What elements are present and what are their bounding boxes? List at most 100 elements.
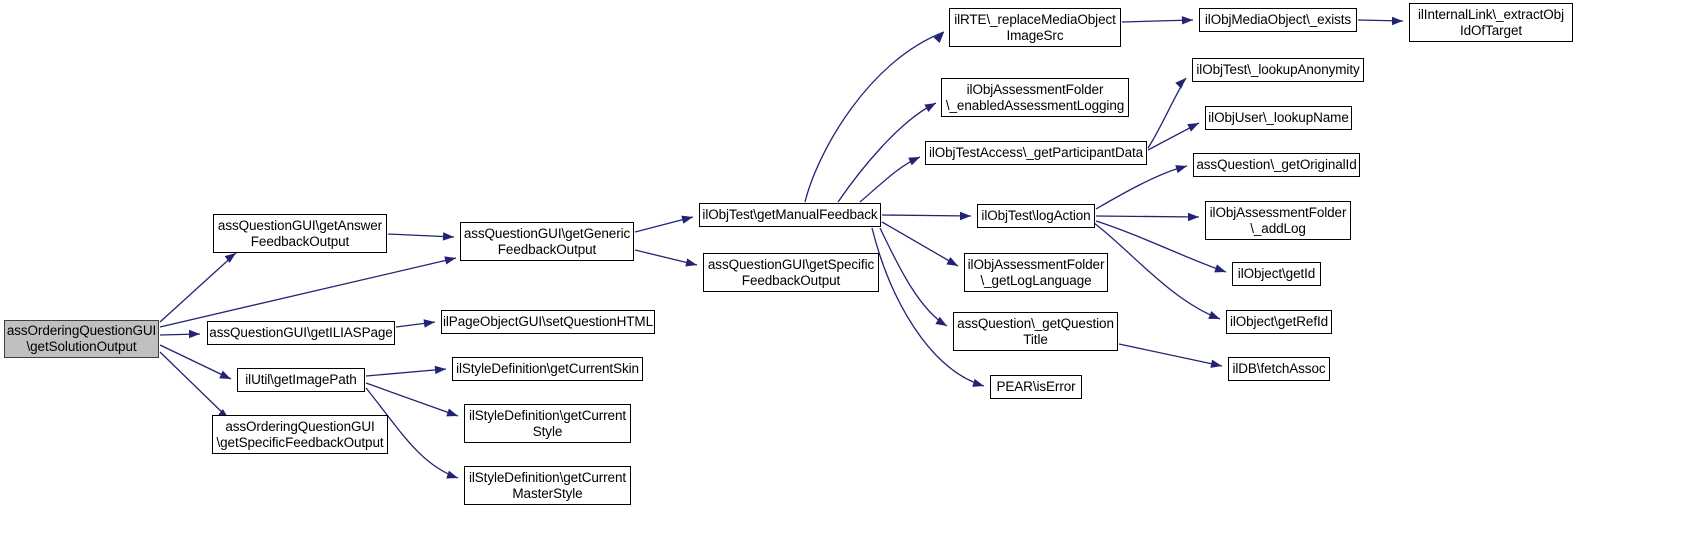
edge-getParticipantData-to-lookupName xyxy=(1147,122,1200,151)
graph-node-n4[interactable]: assOrderingQuestionGUI \getSpecificFeedb… xyxy=(212,415,388,454)
edge-getGeneric-to-getManualFeedback xyxy=(634,216,694,233)
graph-node-n8[interactable]: ilStyleDefinition\getCurrent Style xyxy=(464,404,631,443)
arrowhead xyxy=(442,232,454,241)
graph-node-label: assQuestionGUI\getILIASPage xyxy=(209,325,393,340)
graph-node-label: ilObject\getId xyxy=(1237,266,1316,281)
arrowhead xyxy=(908,157,920,166)
edge-root-to-getSpecificFeedbackOutput xyxy=(159,351,230,420)
arrowhead xyxy=(972,378,984,387)
graph-node-n24[interactable]: ilObject\getId xyxy=(1232,262,1321,286)
graph-node-n10[interactable]: ilObjTest\getManualFeedback xyxy=(699,203,881,227)
arrowhead xyxy=(1181,16,1193,25)
graph-node-label: assQuestion\_getQuestion Title xyxy=(957,315,1114,347)
graph-node-n21[interactable]: ilObjUser\_lookupName xyxy=(1205,106,1352,130)
graph-node-n7[interactable]: ilStyleDefinition\getCurrentSkin xyxy=(452,357,643,381)
edge-logAction-to-getRefId xyxy=(1093,222,1221,320)
graph-node-n9[interactable]: ilStyleDefinition\getCurrent MasterStyle xyxy=(464,466,631,505)
graph-node-label: ilObjTest\_lookupAnonymity xyxy=(1196,62,1360,77)
graph-node-label: assQuestionGUI\getSpecific FeedbackOutpu… xyxy=(707,256,875,288)
edge-getGeneric-to-getSpecific xyxy=(634,249,698,266)
edge-logAction-to-getOriginalId xyxy=(1095,165,1188,210)
graph-node-n18[interactable]: PEAR\isError xyxy=(990,375,1082,399)
edge-getParticipantData-to-lookupAnonymity xyxy=(1147,77,1187,149)
arrowhead xyxy=(1187,123,1199,132)
graph-node-label: ilObjTest\logAction xyxy=(981,208,1091,223)
edge-getManualFeedback-to-getLogLanguage xyxy=(881,221,959,267)
graph-node-label: ilObjAssessmentFolder \_getLogLanguage xyxy=(967,256,1105,288)
graph-node-label: ilRTE\_replaceMediaObject ImageSrc xyxy=(954,11,1116,43)
edge-root-to-getGenericFeedbackOutput xyxy=(159,257,457,328)
arrowhead xyxy=(1208,311,1220,319)
graph-node-n26[interactable]: ilDB\fetchAssoc xyxy=(1228,357,1330,381)
arrowhead xyxy=(935,316,947,326)
arrowhead xyxy=(924,103,936,112)
graph-node-n2[interactable]: assQuestionGUI\getILIASPage xyxy=(207,321,395,345)
arrowhead xyxy=(423,319,435,328)
graph-node-n20[interactable]: ilObjTest\_lookupAnonymity xyxy=(1192,58,1364,82)
graph-node-label: assQuestionGUI\getGeneric FeedbackOutput xyxy=(463,225,631,257)
graph-node-n27[interactable]: ilInternalLink\_extractObj IdOfTarget xyxy=(1409,3,1573,42)
graph-node-label: ilStyleDefinition\getCurrent MasterStyle xyxy=(468,469,627,501)
edge-replaceMediaObject-to-exists xyxy=(1121,19,1194,23)
graph-node-label: assOrderingQuestionGUI \getSolutionOutpu… xyxy=(6,323,157,354)
edge-root-to-getILIASPage xyxy=(159,333,201,336)
edge-getQuestionTitle-to-fetchAssoc xyxy=(1118,343,1223,367)
arrowhead xyxy=(446,408,458,417)
edge-getManualFeedback-to-getQuestionTitle xyxy=(879,227,948,327)
graph-node-n16[interactable]: ilObjAssessmentFolder \_getLogLanguage xyxy=(964,253,1108,292)
graph-node-n6[interactable]: ilPageObjectGUI\setQuestionHTML xyxy=(441,310,655,334)
graph-node-label: ilDB\fetchAssoc xyxy=(1232,361,1326,376)
graph-node-label: ilObjMediaObject\_exists xyxy=(1204,12,1352,27)
graph-node-label: ilUtil\getImagePath xyxy=(245,372,357,387)
arrowhead xyxy=(1210,359,1222,368)
graph-node-label: ilObject\getRefId xyxy=(1229,314,1329,329)
arrowhead xyxy=(1175,165,1187,174)
graph-node-label: ilObjAssessmentFolder \_enabledAssessmen… xyxy=(945,81,1125,113)
graph-node-n19[interactable]: ilObjMediaObject\_exists xyxy=(1199,8,1357,32)
edge-getManualFeedback-to-logAction xyxy=(881,214,972,217)
graph-node-n0[interactable]: assOrderingQuestionGUI \getSolutionOutpu… xyxy=(4,320,159,358)
arrowhead xyxy=(219,370,231,379)
graph-node-n22[interactable]: assQuestion\_getOriginalId xyxy=(1193,153,1360,177)
graph-node-n12[interactable]: ilRTE\_replaceMediaObject ImageSrc xyxy=(949,8,1121,47)
graph-node-n3[interactable]: ilUtil\getImagePath xyxy=(237,368,365,392)
edge-root-to-getAnswerFeedbackOutput xyxy=(159,252,237,323)
graph-node-label: assQuestion\_getOriginalId xyxy=(1196,157,1357,172)
edge-getManualFeedback-to-isError xyxy=(871,227,985,387)
arrowhead xyxy=(1392,16,1403,26)
edge-getAnswerFeedbackOutput-to-getGeneric xyxy=(387,233,455,238)
graph-node-label: ilObjTest\getManualFeedback xyxy=(702,207,878,222)
graph-node-n25[interactable]: ilObject\getRefId xyxy=(1226,310,1332,334)
arrowhead xyxy=(960,211,971,221)
graph-node-label: ilObjUser\_lookupName xyxy=(1208,110,1349,125)
edge-getManualFeedback-to-enabledLogging xyxy=(837,102,937,203)
graph-node-n15[interactable]: ilObjTest\logAction xyxy=(977,204,1095,228)
arrowhead xyxy=(681,215,693,224)
edge-logAction-to-addLog xyxy=(1095,215,1200,218)
graph-node-label: assQuestionGUI\getAnswer FeedbackOutput xyxy=(217,217,383,249)
edge-getImagePath-to-getCurrentSkin xyxy=(365,368,447,377)
arrowhead xyxy=(933,32,944,43)
graph-node-label: PEAR\isError xyxy=(996,379,1076,394)
graph-node-n1[interactable]: assQuestionGUI\getAnswer FeedbackOutput xyxy=(213,214,387,253)
graph-node-label: ilObjTestAccess\_getParticipantData xyxy=(928,145,1144,160)
edge-getManualFeedback-to-getParticipantData xyxy=(859,156,921,203)
graph-node-n13[interactable]: ilObjAssessmentFolder \_enabledAssessmen… xyxy=(941,78,1129,117)
graph-node-n5[interactable]: assQuestionGUI\getGeneric FeedbackOutput xyxy=(460,222,634,261)
arrowhead xyxy=(946,257,958,266)
arrowhead xyxy=(444,256,456,265)
arrowhead xyxy=(1175,78,1186,89)
graph-node-n17[interactable]: assQuestion\_getQuestion Title xyxy=(953,312,1118,351)
graph-node-n14[interactable]: ilObjTestAccess\_getParticipantData xyxy=(925,141,1147,165)
graph-node-n23[interactable]: ilObjAssessmentFolder \_addLog xyxy=(1205,201,1351,240)
graph-node-label: ilInternalLink\_extractObj IdOfTarget xyxy=(1418,6,1564,38)
graph-node-n11[interactable]: assQuestionGUI\getSpecific FeedbackOutpu… xyxy=(703,253,879,292)
arrowhead xyxy=(1214,264,1226,273)
arrowhead xyxy=(1188,212,1199,222)
arrowhead xyxy=(685,258,697,267)
graph-node-label: ilPageObjectGUI\setQuestionHTML xyxy=(443,314,653,329)
arrowhead xyxy=(446,470,458,479)
arrowhead xyxy=(434,365,446,375)
graph-node-label: ilStyleDefinition\getCurrentSkin xyxy=(456,361,639,376)
